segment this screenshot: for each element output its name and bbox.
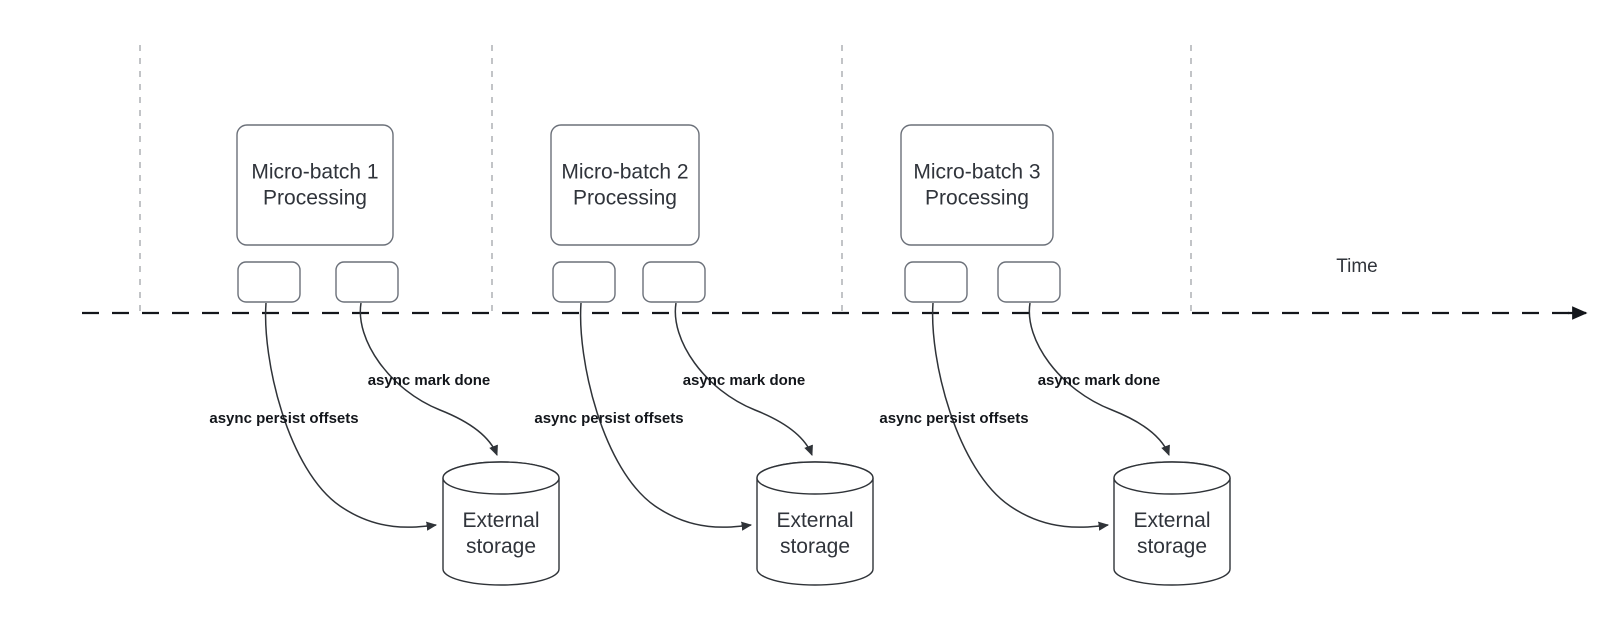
edge-persist-1 [264, 302, 438, 531]
edge-label-markdone-2: async mark done [683, 372, 806, 389]
batch-box-1[interactable] [236, 124, 394, 246]
storage-label-line2-1: storage [466, 535, 536, 558]
task-box-3-2[interactable] [997, 261, 1061, 303]
task-box-1-2[interactable] [335, 261, 399, 303]
storage-label-line1-2: External [776, 509, 853, 532]
edge-persist-3 [931, 302, 1110, 531]
edges [264, 302, 1170, 531]
storage-cylinder-top-2 [756, 461, 874, 495]
edge-label-markdone-3: async mark done [1038, 372, 1161, 389]
batch-box-label-line2-1: Processing [263, 187, 367, 210]
batch-box-label-line1-2: Micro-batch 2 [561, 161, 688, 184]
task-box-2-2[interactable] [642, 261, 706, 303]
storage-label-line1-1: External [462, 509, 539, 532]
time-axis-label: Time [1336, 256, 1378, 277]
storage-label-line2-3: storage [1137, 535, 1207, 558]
task-box-3-1[interactable] [904, 261, 968, 303]
task-box-2-1[interactable] [552, 261, 616, 303]
storage-label-line2-2: storage [780, 535, 850, 558]
edge-markdone-2 [674, 302, 813, 456]
storage-cylinder-top-1 [442, 461, 560, 495]
storage-label-line1-3: External [1133, 509, 1210, 532]
edge-label-markdone-1: async mark done [368, 372, 491, 389]
batch-box-2[interactable] [550, 124, 700, 246]
edge-labels: async persist offsets async mark done asyn… [209, 372, 1160, 427]
batch-box-label-line2-2: Processing [573, 187, 677, 210]
edge-persist-2 [579, 302, 753, 531]
time-axis: Time [82, 256, 1588, 320]
edge-markdone-3 [1028, 302, 1170, 456]
edge-label-persist-1: async persist offsets [209, 410, 358, 427]
edge-label-persist-2: async persist offsets [534, 410, 683, 427]
edge-markdone-1 [359, 302, 498, 456]
storage-cylinder-top-3 [1113, 461, 1231, 495]
batch-box-label-line2-3: Processing [925, 187, 1029, 210]
batch-box-label-line1-3: Micro-batch 3 [913, 161, 1040, 184]
edge-label-persist-3: async persist offsets [879, 410, 1028, 427]
batch-box-label-line1-1: Micro-batch 1 [251, 161, 378, 184]
batch-box-3[interactable] [900, 124, 1054, 246]
task-box-1-1[interactable] [237, 261, 301, 303]
divider-lines [139, 45, 1192, 313]
